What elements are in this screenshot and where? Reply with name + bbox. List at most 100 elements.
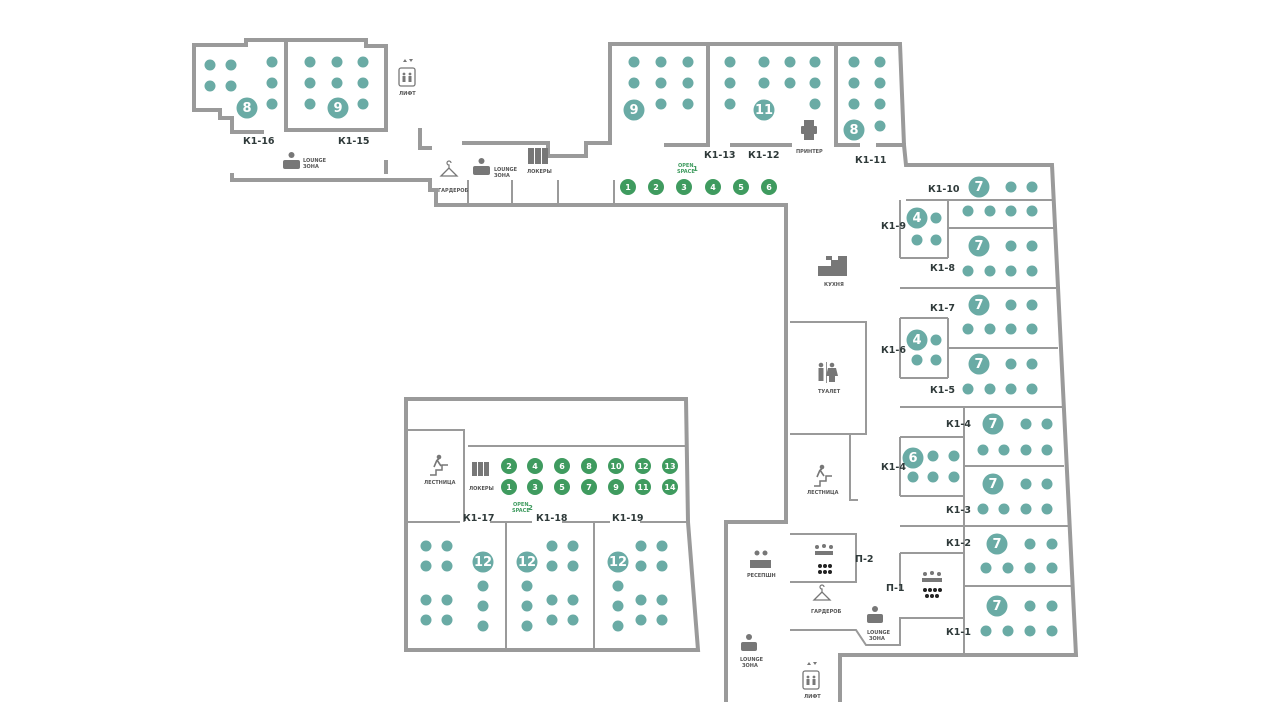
desk-seat: [724, 56, 736, 68]
open-space-1-seat: [761, 179, 777, 195]
capacity-number-k1-10: 7: [974, 180, 983, 195]
desk-seat: [848, 77, 860, 89]
lounge-icon: [283, 152, 300, 169]
desk-seat: [1020, 503, 1032, 515]
desk-seat: [1005, 383, 1017, 395]
office-label-k1-2: К1-2: [946, 538, 971, 549]
lounge-label-3a: LOUNGE: [867, 630, 891, 636]
desk-seat: [635, 540, 647, 552]
desk-seat: [1026, 323, 1038, 335]
desk-seat: [784, 56, 796, 68]
open-space-2-seat-number: 14: [664, 483, 676, 492]
desk-seat: [1024, 562, 1036, 574]
lounge-label-2b: ЗОНА: [494, 173, 510, 179]
desk-seat: [1041, 418, 1053, 430]
open-space-2-seat-number: 2: [506, 462, 512, 471]
desk-seat: [656, 560, 668, 572]
capacity-badge-k1-6: [906, 329, 928, 351]
lift-label-bottom: ЛИФТ: [804, 694, 821, 700]
open-space-1-seat-number: 1: [625, 183, 631, 192]
desk-seat: [1002, 562, 1014, 574]
desk-seat: [655, 98, 667, 110]
open-space-2-seat: [501, 458, 517, 474]
desk-seat: [655, 56, 667, 68]
desk-seat: [266, 77, 278, 89]
desk-seat: [521, 580, 533, 592]
desk-seat: [1005, 265, 1017, 277]
desk-seat: [357, 98, 369, 110]
desk-seat: [930, 212, 942, 224]
desk-seat: [930, 234, 942, 246]
desk-seat: [927, 471, 939, 483]
open-space-2-seat-number: 8: [586, 462, 592, 471]
capacity-number-k1-8: 7: [974, 239, 983, 254]
desk-seat: [420, 540, 432, 552]
capacity-number-k1-15: 9: [333, 101, 342, 116]
desk-seat: [998, 444, 1010, 456]
lounge-label-4a: LOUNGE: [740, 657, 764, 663]
capacity-number-k1-5: 7: [974, 357, 983, 372]
desk-seat: [962, 205, 974, 217]
wardrobe-label-middle: ГАРДЕРОБ: [811, 609, 842, 615]
lockers-label-bottom: ЛОКЕРЫ: [469, 486, 494, 492]
open-space-2-seat: [635, 479, 651, 495]
office-label-k1-8: К1-8: [930, 263, 955, 274]
office-labels: К1-16 К1-15 К1-13 К1-12 К1-11 К1-10 К1-9…: [243, 136, 971, 638]
desk-seat: [1046, 625, 1058, 637]
desk-seat: [682, 56, 694, 68]
desk-seat: [930, 354, 942, 366]
stairs-label-middle: ЛЕСТНИЦА: [807, 490, 839, 496]
desk-seat: [874, 120, 886, 132]
desk-seat: [984, 323, 996, 335]
desk-seat: [357, 77, 369, 89]
capacity-number-k1-17: 12: [474, 555, 492, 570]
office-label-k1-6: К1-6: [881, 345, 906, 356]
kitchen-label: КУХНЯ: [824, 282, 844, 288]
capacity-badge-k1-5: [968, 353, 990, 375]
desk-seat: [848, 56, 860, 68]
desk-seat: [1026, 205, 1038, 217]
desk-seat: [567, 594, 579, 606]
desk-seat: [225, 59, 237, 71]
capacity-number-k1-6: 4: [912, 333, 921, 348]
stairs-label-bottom: ЛЕСТНИЦА: [424, 480, 456, 486]
wardrobe-icon: [812, 584, 832, 601]
lounge-icon: [473, 158, 490, 175]
desk-seat: [612, 580, 624, 592]
desk-seat: [567, 614, 579, 626]
capacity-badge-k1-1: [986, 595, 1008, 617]
office-label-k1-11: К1-11: [855, 155, 887, 166]
capacity-badge-k1-16: [236, 97, 258, 119]
lift-icon: [802, 662, 820, 690]
office-label-k1-10: К1-10: [928, 184, 960, 195]
toilet-icon: [818, 362, 838, 383]
lockers-label-top: ЛОКЕРЫ: [527, 169, 552, 175]
desk-seat: [809, 77, 821, 89]
desk-seat: [331, 77, 343, 89]
desk-seat: [441, 560, 453, 572]
desk-seat: [962, 383, 974, 395]
desk-seat: [1005, 181, 1017, 193]
kitchen-icon: [818, 256, 847, 276]
desk-seat: [357, 56, 369, 68]
capacity-badge-k1-13: [623, 99, 645, 121]
capacity-badge-k1-8: [968, 235, 990, 257]
desk-seat: [1046, 600, 1058, 612]
open-space-1-space-text: SPACE: [677, 169, 695, 175]
desk-seat: [984, 383, 996, 395]
open-space-2-seat: [527, 458, 543, 474]
desk-seat: [1026, 265, 1038, 277]
capacity-badge-k1-18: [516, 551, 538, 573]
office-label-k1-4b: К1-4: [881, 462, 906, 473]
desk-seat: [477, 620, 489, 632]
desk-seat: [809, 56, 821, 68]
desk-seat: [874, 56, 886, 68]
desk-seat: [724, 98, 736, 110]
lounge-label-1b: ЗОНА: [303, 164, 319, 170]
open-space-2-open-text: OPEN: [513, 502, 529, 508]
office-label-k1-4a: К1-4: [946, 419, 971, 430]
meeting-room-p2-label: П-2: [855, 554, 874, 565]
open-space-1-seat: [648, 179, 664, 195]
